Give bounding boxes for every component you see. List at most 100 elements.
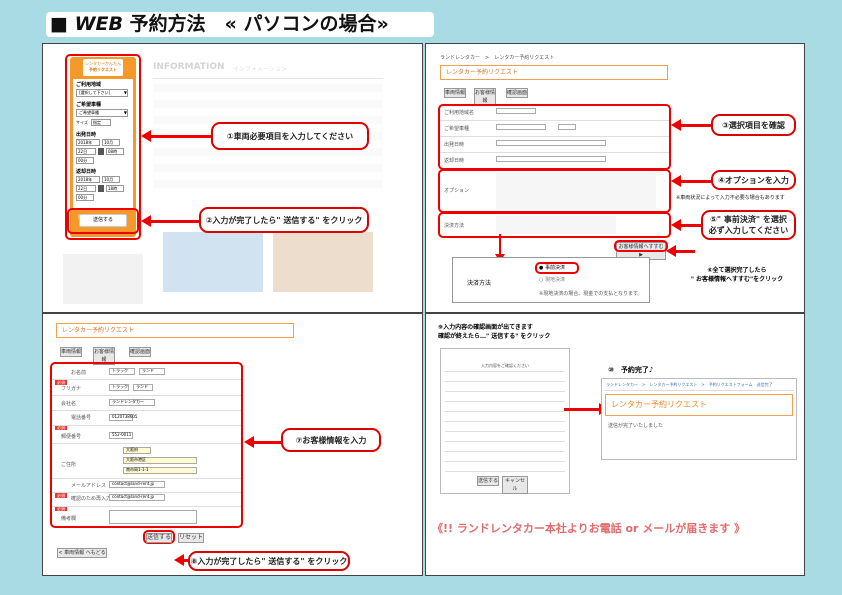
bg-info-section: INFORMATION インフォメーション xyxy=(63,54,413,304)
widget-body: ご利用地域 [選択して下さい]▼ ご希望車種 ご希望車種▼ サイズ 指定 出発日… xyxy=(73,79,133,209)
form-header: レンタカー予約リクエスト xyxy=(440,65,668,80)
return-min[interactable]: 00分 xyxy=(76,194,94,201)
back-button[interactable]: < 車両情報 へもどる xyxy=(57,548,107,558)
cust-reset-button[interactable]: リセット xyxy=(178,533,204,543)
car-select[interactable] xyxy=(496,124,546,130)
radio-onsite[interactable]: ○ 現地決済 xyxy=(539,277,565,283)
area-select[interactable]: [選択して下さい]▼ xyxy=(76,89,128,97)
depart-hour[interactable]: 08時 xyxy=(106,148,124,155)
step9-text: ⑨入力内容の確認画面が出てきます 確認が終えたら…" 送信する" をクリック xyxy=(438,324,551,340)
radio-prepay[interactable]: ● 事前決済 xyxy=(539,265,565,271)
return-month[interactable]: 10月 xyxy=(102,176,120,183)
page-title: ■ WEB 予約方法 « パソコンの場合» xyxy=(50,13,389,35)
step-confirm: 確認画面 xyxy=(506,88,528,98)
arrow-step3 xyxy=(671,119,712,131)
pref-input[interactable]: 大阪府 xyxy=(123,447,151,454)
area-select[interactable] xyxy=(496,108,536,114)
depart-selects[interactable] xyxy=(496,140,606,146)
name-mei-input[interactable]: ランド xyxy=(139,368,165,375)
confirm-send-button[interactable]: 送信する xyxy=(477,476,499,486)
panel-reservation-request: ランドレンタカー > レンタカー予約リクエスト レンタカー予約リクエスト 車両情… xyxy=(425,43,805,313)
field-email: メールアドレス xyxy=(71,483,107,489)
cust-step-vehicle: 車両情報 xyxy=(60,347,82,357)
field-name: お名前 xyxy=(71,370,87,376)
zoom-pay-label: 決済方法 xyxy=(467,280,492,287)
car-label: ご希望車種 xyxy=(76,102,102,108)
row-label-car: ご希望車種 xyxy=(444,126,470,132)
next-button-highlight xyxy=(614,240,668,252)
depart-month[interactable]: 10月 xyxy=(102,139,120,146)
city-input[interactable]: 大阪市港区 xyxy=(123,457,197,464)
panel-vehicle-search: INFORMATION インフォメーション レンタカーかんたん 予約リクエスト … xyxy=(42,43,423,313)
email-confirm-input[interactable]: contact@land-rent.jp xyxy=(109,494,165,501)
field-address: ご住所 xyxy=(61,462,77,468)
town-input[interactable]: 南市岡1-1-1 xyxy=(123,467,197,474)
zoom-pay-note: ※現地決済の場合、現金での支払となります。 xyxy=(539,291,643,297)
return-label: 返却日時 xyxy=(76,169,97,175)
panel-confirm-complete: ⑨入力内容の確認画面が出てきます 確認が終えたら…" 送信する" をクリック 入… xyxy=(425,313,805,576)
step-customer: お客様情報 xyxy=(474,88,496,106)
zoom-pay-opt1-highlight xyxy=(535,262,579,274)
kana-mei-input[interactable]: ランド xyxy=(133,384,153,391)
car-select[interactable]: ご希望車種▼ xyxy=(76,109,128,117)
page-title-background xyxy=(46,12,434,37)
arrow-step7 xyxy=(244,436,283,448)
depart-min[interactable]: 00分 xyxy=(76,157,94,164)
area-label: ご利用地域 xyxy=(76,82,102,88)
field-remarks: 備考欄 xyxy=(61,516,77,522)
callout-step5: ⑤" 事前決済" を選択 必ず入力してください xyxy=(701,210,796,240)
callout-step2: ②入力が完了したら" 送信する" をクリック xyxy=(199,207,369,233)
payment-highlight xyxy=(438,212,671,238)
phone-input[interactable]: 0120738605 xyxy=(109,414,137,421)
row-label-depart: 出発日時 xyxy=(444,142,465,148)
return-year[interactable]: 2018年 xyxy=(76,176,100,183)
size-label: サイズ xyxy=(76,120,88,125)
step-vehicle: 車両情報 xyxy=(444,88,466,98)
callout-step1: ①車両必要項目を入力してください xyxy=(211,122,369,150)
complete-breadcrumb: ランドレンタカー > レンタカー予約リクエスト > 予約リクエストフォーム 送信… xyxy=(606,382,773,387)
step4-note: ※車両状況によって入力不必要な場合もあります xyxy=(676,195,785,201)
field-zip: 郵便番号 xyxy=(61,434,82,440)
final-notice: 《!! ランドレンタカー本社よりお電話 or メールが届きます 》 xyxy=(432,522,746,535)
field-email-confirm: 確認のため再入力 xyxy=(71,496,112,502)
depart-year[interactable]: 2018年 xyxy=(76,139,100,146)
payment-options[interactable] xyxy=(496,216,616,234)
callout-step8: ⑧入力が完了したら" 送信する" をクリック xyxy=(188,551,350,571)
cust-form-header: レンタカー予約リクエスト xyxy=(56,323,294,338)
depart-day[interactable]: 22日 xyxy=(76,148,96,155)
row-label-return: 返却日時 xyxy=(444,158,465,164)
return-selects[interactable] xyxy=(496,156,606,162)
cust-submit-button[interactable]: 送信する xyxy=(146,533,172,543)
row-label-area: ご利用地域名 xyxy=(444,110,475,116)
calendar-icon[interactable] xyxy=(98,148,104,155)
confirm-title: 入力内容をご確認ください xyxy=(481,363,529,368)
confirm-cancel-button[interactable]: キャンセル xyxy=(502,476,528,494)
return-hour[interactable]: 18時 xyxy=(106,185,124,192)
arrow-step2 xyxy=(141,215,200,227)
return-day[interactable]: 22日 xyxy=(76,185,96,192)
payment-label: 決済方法 xyxy=(444,223,465,229)
widget-submit-button[interactable]: 送信する xyxy=(79,214,127,227)
field-kana: フリガナ xyxy=(61,386,82,392)
depart-label: 出発日時 xyxy=(76,132,97,138)
zip-input[interactable]: 552-0011 xyxy=(109,432,133,439)
info-subtitle: インフォメーション xyxy=(233,66,287,73)
email-input[interactable]: contact@land-rent.jp xyxy=(109,481,165,488)
complete-screen: ランドレンタカー > レンタカー予約リクエスト > 予約リクエストフォーム 送信… xyxy=(601,378,797,460)
zoom-arrow-line xyxy=(499,234,501,256)
size-select[interactable] xyxy=(558,124,576,130)
widget-highlight-box xyxy=(65,54,141,240)
company-input[interactable]: ランドレンタカー xyxy=(109,399,155,406)
callout-step6: ⑥全て選択完了したら " お客様情報へすすむ"をクリック xyxy=(690,267,784,283)
arrow-step9 xyxy=(564,408,600,411)
options-content[interactable] xyxy=(496,173,656,209)
kana-sei-input[interactable]: トラック xyxy=(109,384,129,391)
callout-step7: ⑦お客様情報を入力 xyxy=(281,428,381,452)
size-select[interactable]: 指定 xyxy=(91,119,111,126)
complete-header: レンタカー予約リクエスト xyxy=(605,394,793,416)
calendar-icon[interactable] xyxy=(98,185,104,192)
payment-zoom-panel: 決済方法 ● 事前決済 ○ 現地決済 ※現地決済の場合、現金での支払となります。 xyxy=(452,257,650,303)
name-sei-input[interactable]: トラック xyxy=(109,368,135,375)
remarks-textarea[interactable] xyxy=(109,510,197,524)
arrow-step6 xyxy=(666,245,695,257)
